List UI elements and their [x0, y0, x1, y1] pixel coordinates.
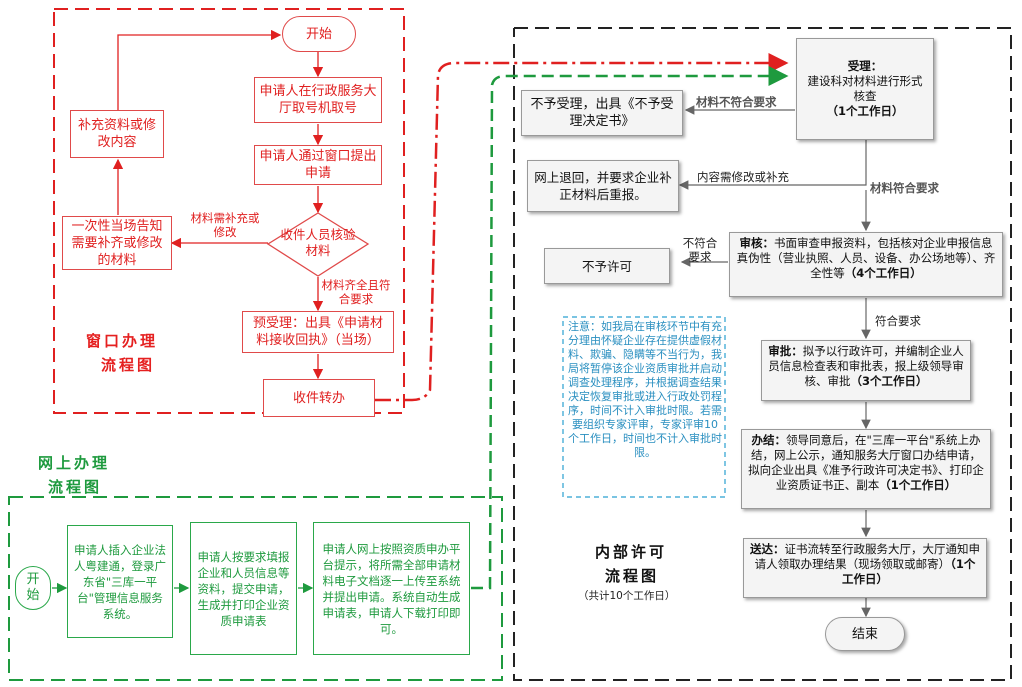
online-flow-title-2: 流程图: [48, 478, 103, 496]
label-not-conform: 不符合要求: [682, 236, 718, 264]
window-notify-once: 一次性当场告知需要补齐或修改的材料: [62, 216, 172, 270]
online-frame: [8, 496, 503, 681]
deliver-days: （1个工作日）: [842, 557, 976, 586]
label-meet: 材料符合要求: [870, 181, 939, 195]
complete-text: 领导同意后，在"三库一平台"系统上办结，网上公示，通知服务大厅窗口办结申请，拟向…: [748, 433, 984, 492]
note-text: 注意：如我局在审核环节中有充分理由怀疑企业存在提供虚假材料、欺骗、隐瞒等不当行为…: [568, 320, 722, 459]
window-start-node: 开始: [282, 16, 356, 52]
internal-accept-box: 受理： 建设科对材料进行形式核查 （1个工作日）: [796, 38, 934, 140]
review-days: （4个工作日）: [844, 266, 922, 280]
deny-permit-box: 不予许可: [544, 248, 670, 284]
online-step-upload: 申请人网上按照资质申办平台提示，将所需全部申请材料电子文档逐一上传至系统并提出申…: [313, 522, 470, 655]
label-not-meet: 材料不符合要求: [696, 95, 777, 109]
internal-complete-box: 办结：领导同意后，在"三库一平台"系统上办结，网上公示，通知服务大厅窗口办结申请…: [741, 429, 991, 509]
window-step-submit-application: 申请人通过窗口提出申请: [254, 145, 382, 185]
deliver-bold: 送达：: [750, 542, 785, 556]
window-frame: [53, 8, 405, 414]
window-flow-title-1: 窗口办理: [86, 332, 159, 350]
complete-days: （1个工作日）: [879, 478, 957, 492]
window-flow-title-2: 流程图: [101, 356, 156, 374]
window-step-take-number: 申请人在行政服务大厅取号机取号: [254, 77, 382, 123]
review-bold: 审核：: [739, 236, 775, 250]
approve-text: 拟予以行政许可，并编制企业人员信息检查表和审批表，报上级领导审核、审批: [768, 344, 964, 388]
accept-days: （1个工作日）: [826, 104, 904, 118]
label-materials-incomplete: 材料需补充或修改: [190, 211, 260, 239]
label-modify: 内容需修改或补充: [697, 170, 789, 184]
online-start-node: 开始: [15, 566, 51, 610]
window-preaccept-box: 预受理：出具《申请材料接收回执》（当场）: [242, 311, 394, 353]
online-step-fill-info: 申请人按要求填报企业和人员信息等资料，提交申请，生成并打印企业资质申请表: [190, 522, 297, 655]
end-node: 结束: [825, 617, 905, 651]
approve-days: （3个工作日）: [850, 374, 928, 388]
internal-flow-subtitle: （共计10个工作日）: [578, 590, 676, 602]
internal-flow-title-2: 流程图: [605, 567, 660, 585]
internal-approve-box: 审批：拟予以行政许可，并编制企业人员信息检查表和审批表，报上级领导审核、审批（3…: [761, 340, 971, 401]
online-flow-title-1: 网上办理: [38, 454, 111, 472]
decision-diamond: [266, 212, 370, 277]
window-supplement-box: 补充资料或修改内容: [70, 110, 164, 158]
label-conform: 符合要求: [875, 314, 921, 328]
internal-review-box: 审核：书面审查申报资料，包括核对企业申报信息真伪性（营业执照、人员、设备、办公场…: [729, 232, 1003, 297]
complete-bold: 办结：: [751, 433, 786, 447]
window-transfer-box: 收件转办: [263, 379, 375, 417]
note-frame: [562, 316, 726, 498]
internal-flow-title-1: 内部许可: [595, 543, 668, 561]
approve-bold: 审批：: [768, 344, 803, 358]
accept-text: 建设科对材料进行形式核查: [807, 74, 923, 103]
reject-acceptance-box: 不予受理，出具《不予受理决定书》: [521, 90, 683, 136]
online-return-box: 网上退回，并要求企业补正材料后重报。: [527, 160, 679, 212]
window-decision-label: 收件人员核验材料: [280, 227, 356, 258]
label-materials-complete: 材料齐全且符合要求: [321, 278, 391, 306]
accept-bold: 受理：: [847, 59, 883, 73]
review-text: 书面审查申报资料，包括核对企业申报信息真伪性（营业执照、人员、设备、办公场地等）…: [736, 236, 996, 280]
deliver-text: 证书流转至行政服务大厅，大厅通知申请人领取办理结果（现场领取或邮寄）: [754, 542, 980, 571]
internal-deliver-box: 送达：证书流转至行政服务大厅，大厅通知申请人领取办理结果（现场领取或邮寄）（1个…: [743, 538, 987, 598]
online-step-login: 申请人插入企业法人粤建通，登录广东省"三库一平台"管理信息服务系统。: [67, 525, 173, 638]
